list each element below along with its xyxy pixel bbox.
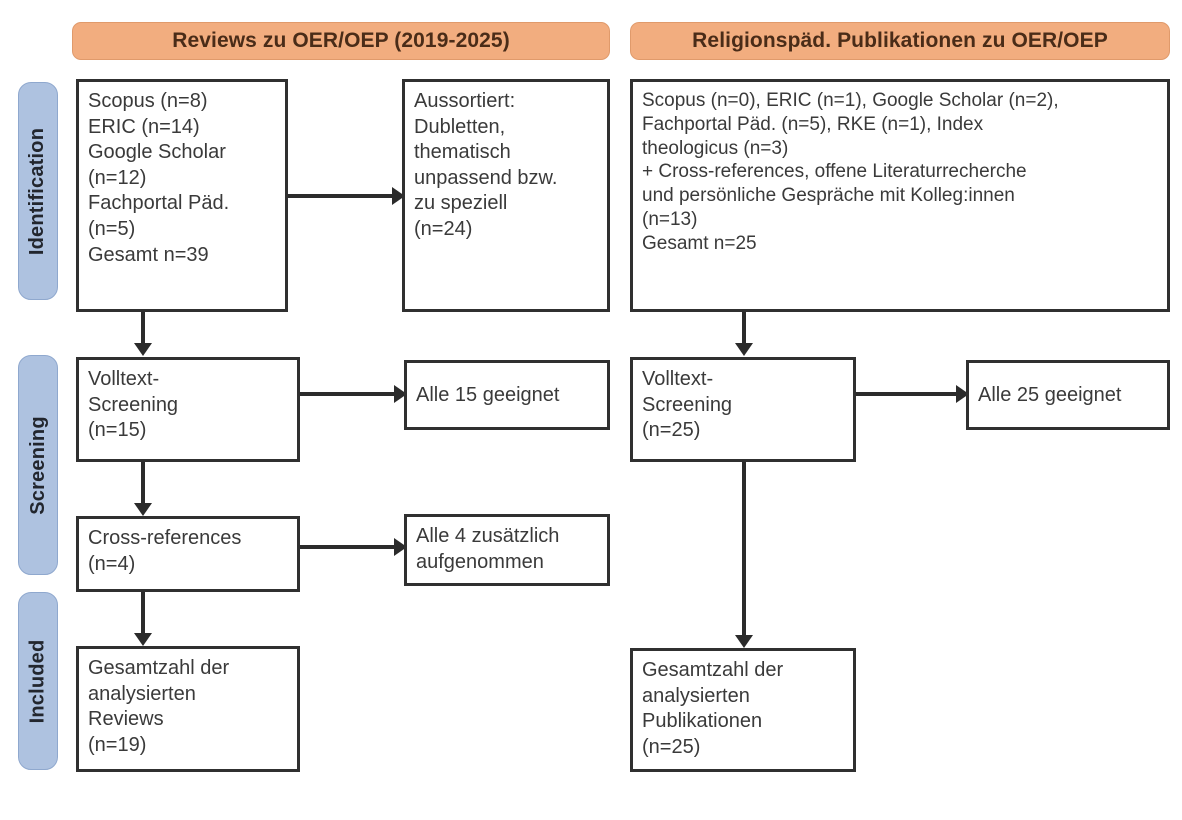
arrowhead-right-id-to-screening <box>735 343 753 356</box>
stage-pill-identification: Identification <box>18 82 58 300</box>
arrowhead-left-crossref-to-result <box>394 538 407 556</box>
connector-right-screening-to-result <box>856 392 958 396</box>
left-identification-box: Scopus (n=8) ERIC (n=14) Google Scholar … <box>76 79 288 312</box>
arrowhead-left-id-to-excluded <box>392 187 405 205</box>
stage-label-identification: Identification <box>26 127 49 255</box>
arrowhead-left-crossref-to-included <box>134 633 152 646</box>
right-screening-box: Volltext- Screening (n=25) <box>630 357 856 462</box>
arrowhead-right-screening-to-result <box>956 385 969 403</box>
right-identification-box: Scopus (n=0), ERIC (n=1), Google Scholar… <box>630 79 1170 312</box>
left-crossref-result-box: Alle 4 zusätzlich aufgenommen <box>404 514 610 586</box>
arrowhead-right-screening-to-included <box>735 635 753 648</box>
connector-left-id-to-screening <box>141 312 145 345</box>
stage-pill-screening: Screening <box>18 355 58 575</box>
connector-left-screening-to-result <box>300 392 396 396</box>
left-screening-box: Volltext- Screening (n=15) <box>76 357 300 462</box>
header-left-reviews: Reviews zu OER/OEP (2019-2025) <box>72 22 610 60</box>
arrowhead-left-id-to-screening <box>134 343 152 356</box>
connector-left-id-to-excluded <box>288 194 394 198</box>
stage-pill-included: Included <box>18 592 58 770</box>
arrowhead-left-screening-to-crossref <box>134 503 152 516</box>
connector-left-screening-to-crossref <box>141 462 145 506</box>
left-screening-result-box: Alle 15 geeignet <box>404 360 610 430</box>
stage-label-screening: Screening <box>26 415 49 515</box>
left-included-box: Gesamtzahl der analysierten Reviews (n=1… <box>76 646 300 772</box>
connector-right-screening-to-included <box>742 462 746 638</box>
connector-right-id-to-screening <box>742 312 746 345</box>
left-crossref-box: Cross-references (n=4) <box>76 516 300 592</box>
left-excluded-box: Aussortiert: Dubletten, thematisch unpas… <box>402 79 610 312</box>
connector-left-crossref-to-included <box>141 592 145 636</box>
connector-left-crossref-to-result <box>300 545 396 549</box>
right-screening-result-box: Alle 25 geeignet <box>966 360 1170 430</box>
arrowhead-left-screening-to-result <box>394 385 407 403</box>
stage-label-included: Included <box>26 639 49 723</box>
right-included-box: Gesamtzahl der analysierten Publikatione… <box>630 648 856 772</box>
header-right-publications: Religionspäd. Publikationen zu OER/OEP <box>630 22 1170 60</box>
